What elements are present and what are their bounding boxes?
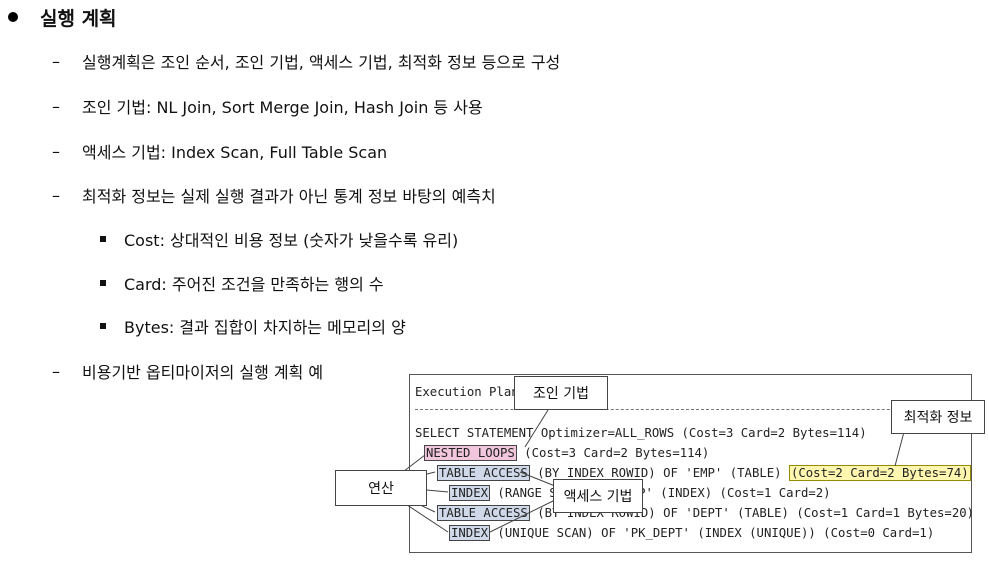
sub-list-item: Bytes: 결과 집합이 차지하는 메모리의 양 [100,314,406,338]
dash-icon: – [52,185,60,205]
bullet-icon [8,12,18,22]
square-bullet-icon [100,323,106,329]
plan-line: SELECT STATEMENT Optimizer=ALL_ROWS (Cos… [415,426,867,440]
operation-highlight: INDEX [449,525,491,541]
section-heading: 실행 계획 [8,3,117,31]
execution-plan-box: Execution Plan SELECT STATEMENT Optimize… [409,374,975,553]
plan-line: INDEX (UNIQUE SCAN) OF 'PK_DEPT' (INDEX … [449,525,935,541]
plan-line: NESTED LOOPS (Cost=3 Card=2 Bytes=114) [424,445,710,461]
list-item: –액세스 기법: Index Scan, Full Table Scan [52,141,388,163]
operation-highlight: TABLE ACCESS [437,505,530,521]
dash-icon: – [52,361,60,381]
callout-access-method: 액세스 기법 [553,479,643,513]
optimization-highlight: (Cost=2 Card=2 Bytes=74) [788,465,971,481]
callout-optimization-info: 최적화 정보 [891,400,985,434]
dash-icon: – [52,141,60,161]
callout-join-method: 조인 기법 [514,376,608,410]
callout-operation: 연산 [335,470,427,506]
dash-icon: – [52,51,60,71]
operation-highlight: NESTED LOOPS [424,445,517,461]
list-item: –비용기반 옵티마이저의 실행 계획 예 [52,361,324,383]
page-title: 실행 계획 [40,7,117,30]
square-bullet-icon [100,280,106,286]
plan-header: Execution Plan [415,385,519,399]
list-item: –최적화 정보는 실제 실행 결과가 아닌 통계 정보 바탕의 예측치 [52,185,496,207]
list-item: –실행계획은 조인 순서, 조인 기법, 액세스 기법, 최적화 정보 등으로 … [52,51,561,73]
square-bullet-icon [100,236,106,242]
operation-highlight: INDEX [449,485,491,501]
plan-line: TABLE ACCESS (BY INDEX ROWID) OF 'EMP' (… [437,465,971,481]
plan-line: TABLE ACCESS (BY INDEX ROWID) OF 'DEPT' … [437,505,975,521]
sub-list-item: Card: 주어진 조건을 만족하는 행의 수 [100,271,384,295]
dash-icon: – [52,96,60,116]
list-item: –조인 기법: NL Join, Sort Merge Join, Hash J… [52,96,483,118]
operation-highlight: TABLE ACCESS [437,465,530,481]
sub-list-item: Cost: 상대적인 비용 정보 (숫자가 낮을수록 유리) [100,227,458,251]
plan-separator [415,409,965,410]
